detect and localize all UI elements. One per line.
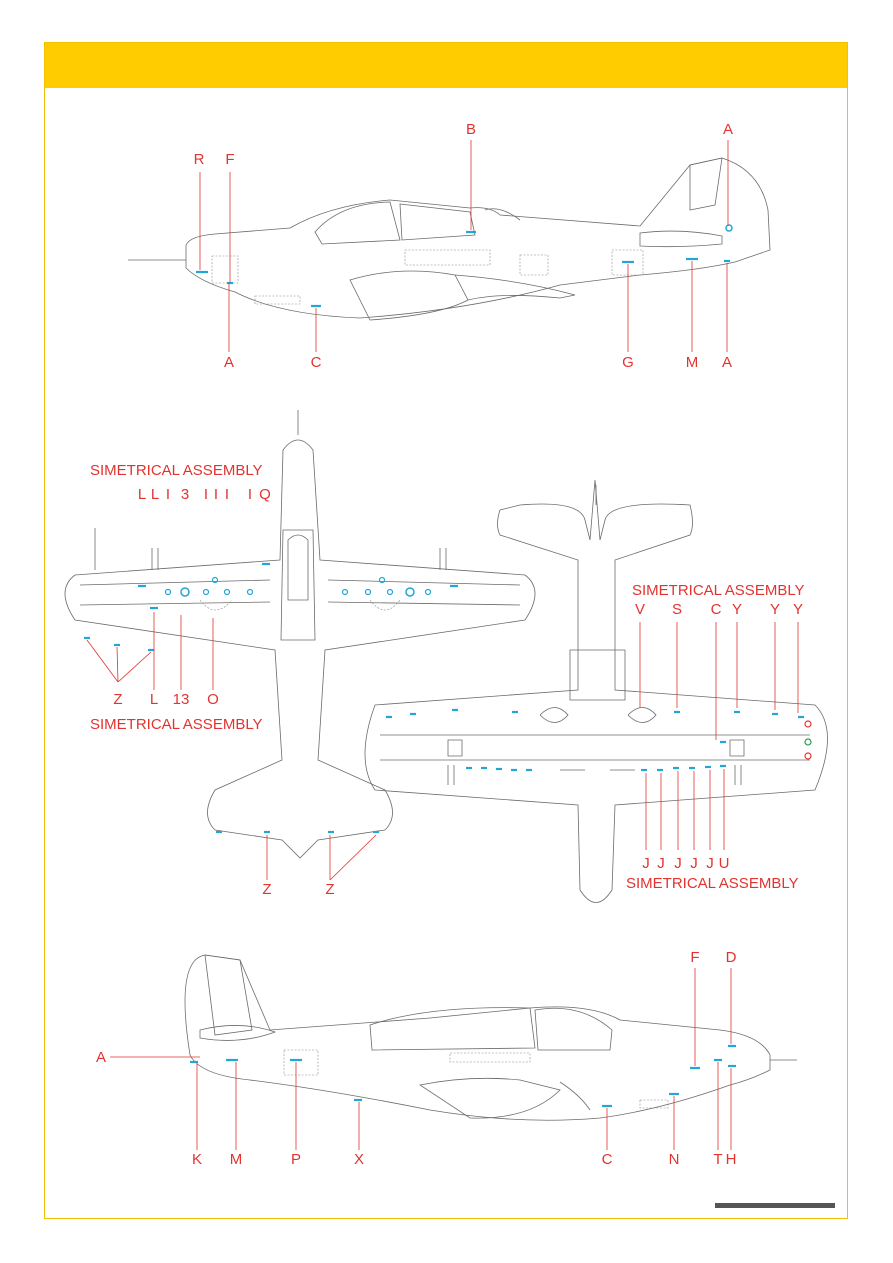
- label-13: 13: [172, 691, 190, 708]
- label-i-5: I: [247, 486, 253, 503]
- label-u: U: [718, 855, 730, 872]
- label-t: T: [713, 1151, 723, 1168]
- label-y-1: Y: [731, 601, 743, 618]
- plan-view-bottom: [364, 479, 828, 903]
- label-m: M: [685, 354, 699, 371]
- label-i-1: I: [165, 486, 171, 503]
- label-s: S: [671, 601, 683, 618]
- label-r: R: [193, 151, 205, 168]
- label-3: 3: [180, 486, 190, 503]
- label-b: B: [465, 121, 477, 138]
- label-y-2: Y: [769, 601, 781, 618]
- caption-simetrical-3: SIMETRICAL ASSEMBLY: [632, 582, 805, 599]
- label-c-plan: C: [710, 601, 722, 618]
- label-a-top: A: [722, 121, 734, 138]
- side-view-bottom: [110, 954, 797, 1150]
- caption-simetrical-2: SIMETRICAL ASSEMBLY: [90, 716, 263, 733]
- label-x: X: [353, 1151, 365, 1168]
- label-a-bottom: A: [96, 1049, 107, 1066]
- page-frame: [44, 42, 848, 1219]
- label-m-bottom: M: [229, 1151, 243, 1168]
- label-h: H: [725, 1151, 737, 1168]
- label-q: Q: [259, 486, 271, 503]
- label-j-5: J: [706, 855, 714, 872]
- label-y-3: Y: [792, 601, 804, 618]
- label-i-2: I: [203, 486, 209, 503]
- label-c-bottom: C: [601, 1151, 613, 1168]
- header-banner: [44, 42, 848, 88]
- label-j-1: J: [642, 855, 650, 872]
- label-p: P: [290, 1151, 302, 1168]
- label-g: G: [622, 354, 634, 371]
- label-l-2: L: [150, 486, 160, 503]
- scale-bar: [715, 1203, 835, 1208]
- label-d: D: [725, 949, 737, 966]
- label-j-3: J: [674, 855, 682, 872]
- label-j-4: J: [690, 855, 698, 872]
- label-z-tail-2: Z: [325, 881, 335, 898]
- caption-simetrical-1: SIMETRICAL ASSEMBLY: [90, 462, 263, 479]
- plan-view-top: [64, 410, 536, 881]
- label-o: O: [207, 691, 219, 708]
- label-f: F: [225, 151, 235, 168]
- label-f-bottom: F: [690, 949, 700, 966]
- side-view-top: [128, 140, 771, 352]
- label-c: C: [310, 354, 322, 371]
- label-a-tail: A: [721, 354, 733, 371]
- label-z-wing: Z: [113, 691, 123, 708]
- label-k: K: [191, 1151, 203, 1168]
- caption-simetrical-4: SIMETRICAL ASSEMBLY: [626, 875, 799, 892]
- label-j-2: J: [657, 855, 665, 872]
- label-i-3: I: [213, 486, 219, 503]
- label-l-3: L: [149, 691, 159, 708]
- label-a-nose: A: [223, 354, 235, 371]
- label-l-1: L: [137, 486, 147, 503]
- label-v: V: [634, 601, 646, 618]
- label-n: N: [668, 1151, 680, 1168]
- label-i-4: I: [224, 486, 230, 503]
- label-z-tail-1: Z: [262, 881, 272, 898]
